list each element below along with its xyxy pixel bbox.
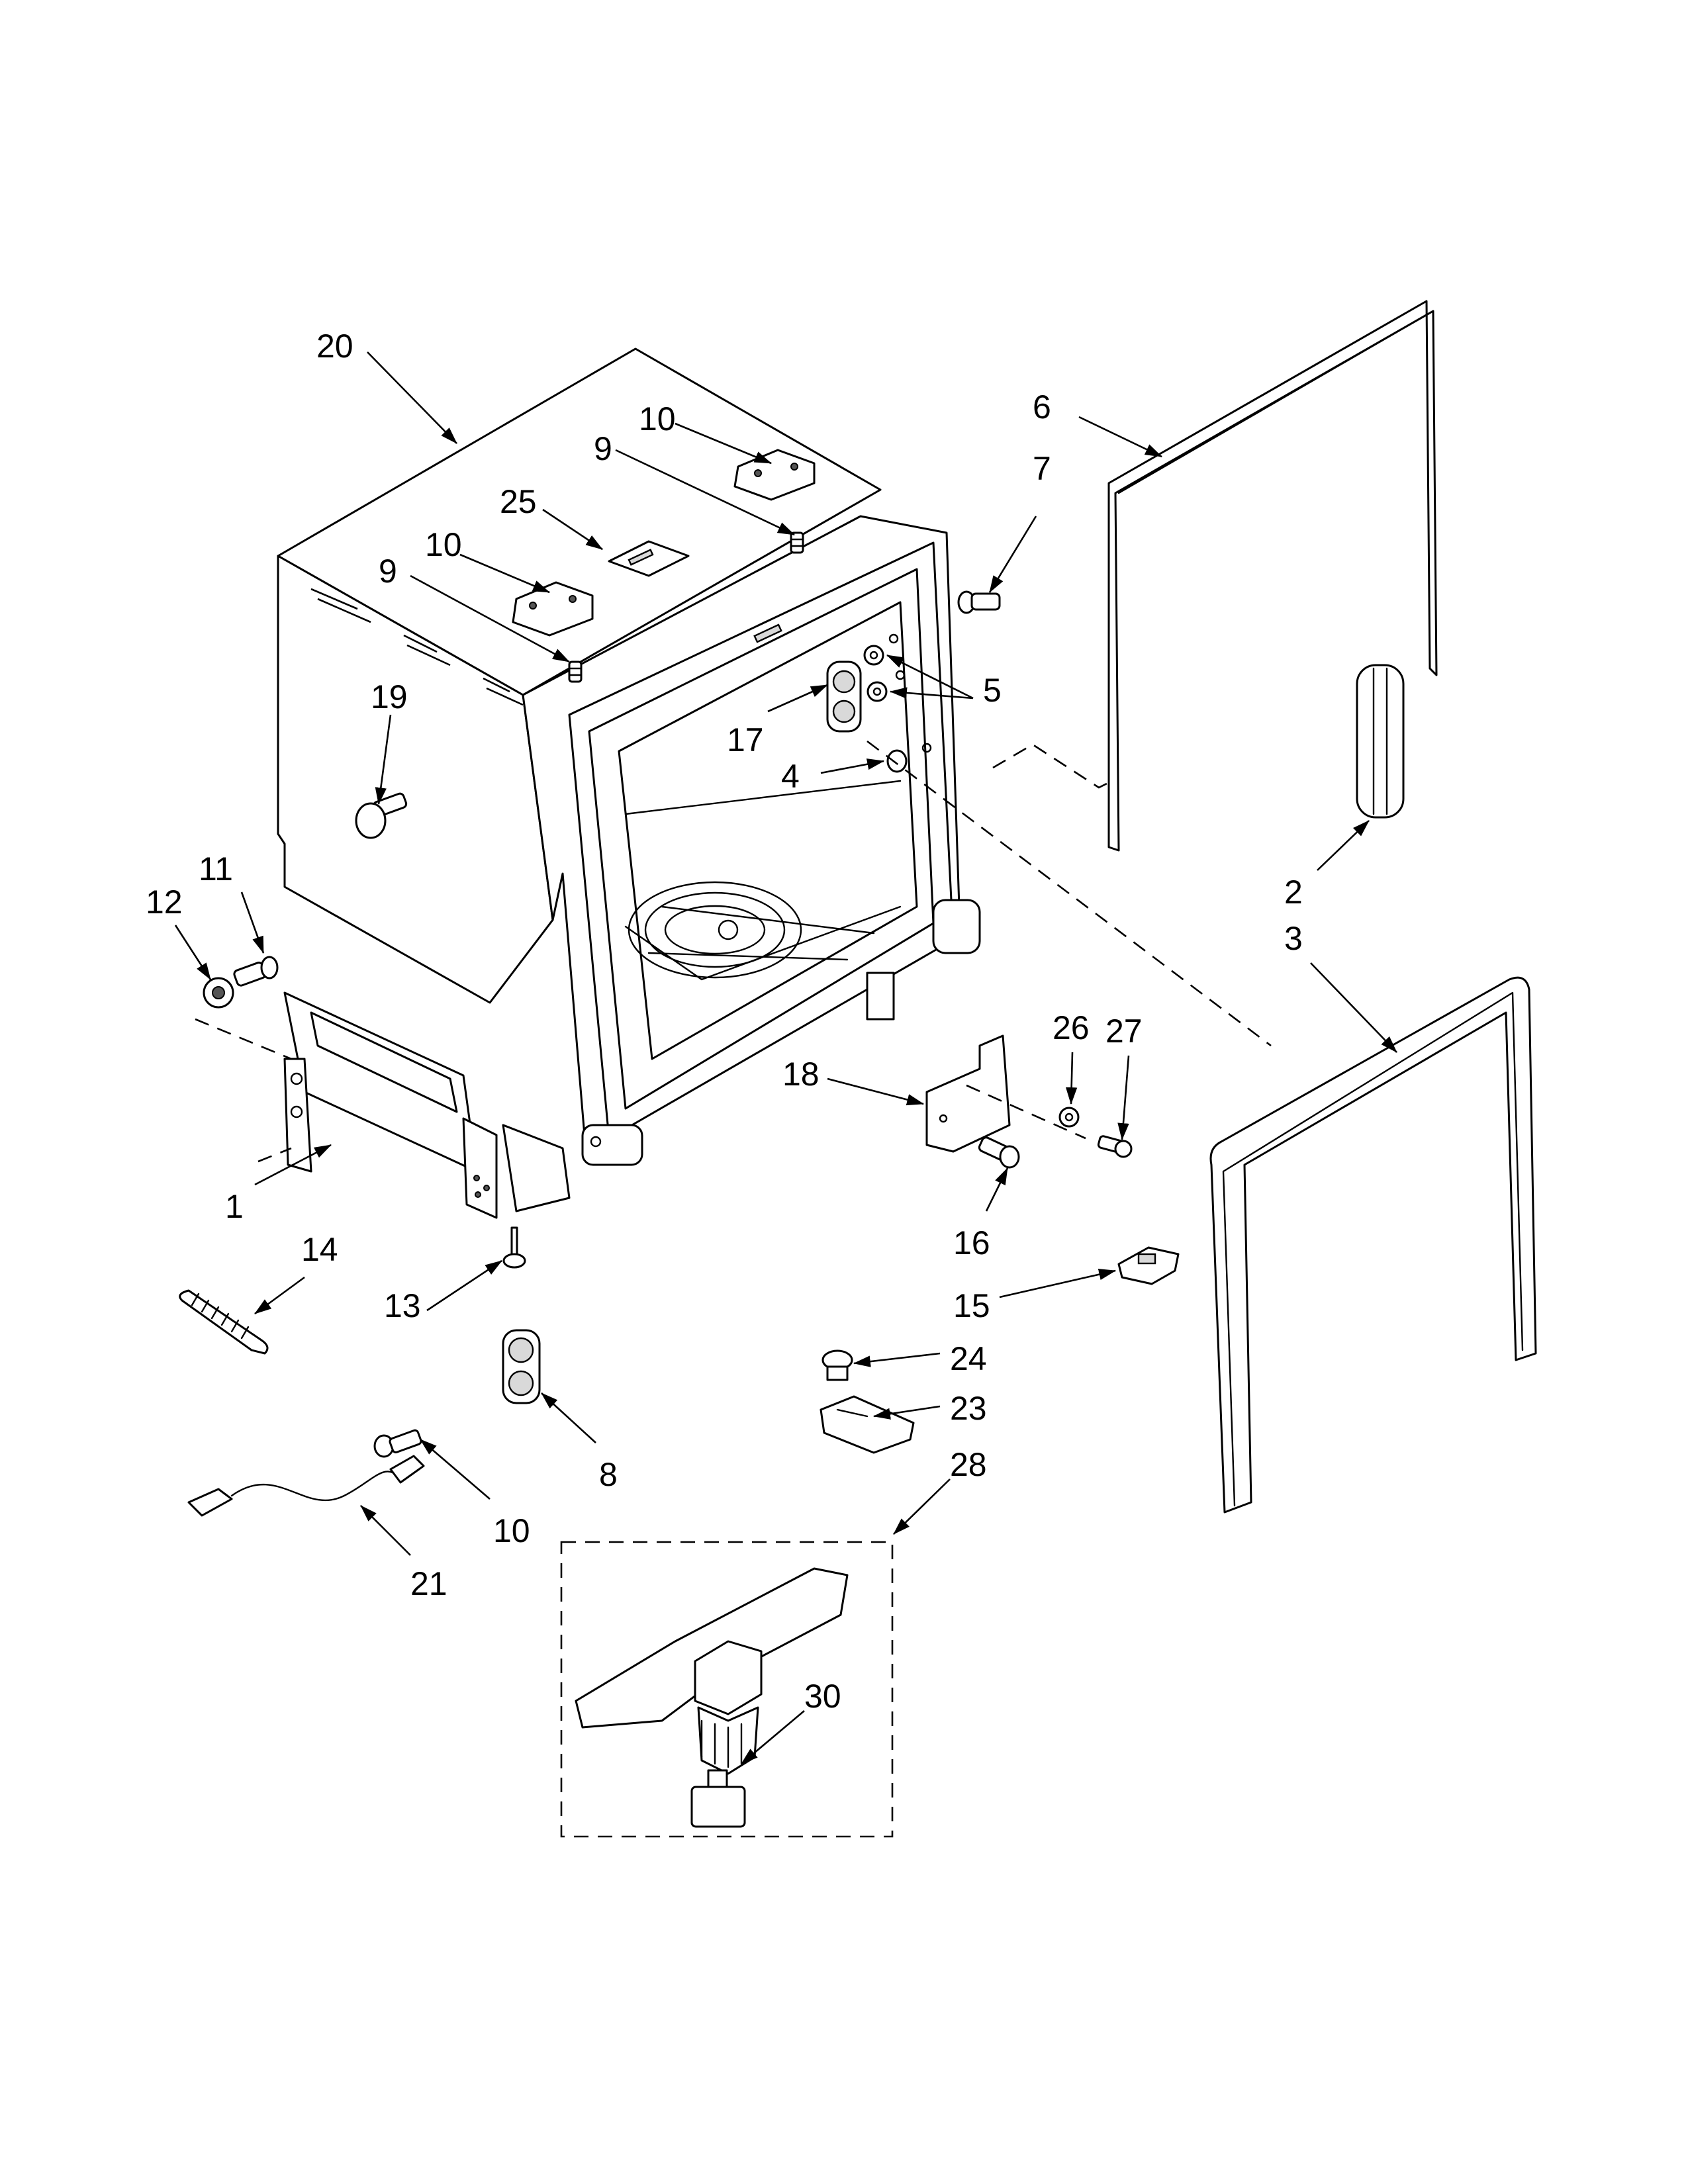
clip-15 [1117, 1246, 1180, 1285]
hinge-bracket-10-left [512, 581, 594, 637]
callout-28: 27 [1105, 1013, 1143, 1050]
bracket-24 [820, 1395, 915, 1454]
callout-8: 8 [599, 1456, 618, 1493]
callout-2: 2 [1284, 874, 1303, 911]
callout-10-left: 10 [425, 526, 462, 563]
valve-30 [690, 1769, 746, 1828]
callout-14: 13 [384, 1287, 421, 1324]
tub-gasket-tube [1356, 664, 1405, 819]
callout-23: 20 [316, 328, 353, 365]
callout-26: 25 [500, 483, 537, 520]
callout-16: 14 [301, 1231, 338, 1268]
callout-5: 5 [983, 672, 1002, 709]
callout-10-top: 10 [639, 400, 676, 437]
nut-13 [203, 977, 234, 1009]
tub-assembly [277, 347, 981, 1219]
screw-28 [1097, 1135, 1133, 1158]
screw-9-left [568, 660, 583, 683]
callout-21: 19 [371, 678, 408, 715]
callout-24: 23 [950, 1390, 987, 1427]
callout-17: 17 [727, 721, 764, 758]
spring-16 [179, 1289, 269, 1355]
callout-25: 24 [950, 1340, 987, 1377]
callout-9-left: 9 [379, 553, 397, 590]
callout-15: 15 [953, 1287, 990, 1324]
leveling-leg-14 [502, 1226, 526, 1269]
ground-wire-20 [187, 1455, 425, 1517]
u-door-gasket [1209, 976, 1537, 1514]
bracket-8 [502, 1329, 541, 1404]
callout-19: 18 [782, 1056, 820, 1093]
washer-27 [1058, 1107, 1080, 1128]
screw-9-right [790, 531, 804, 554]
callout-30: 30 [804, 1678, 841, 1715]
callout-20: 21 [410, 1565, 447, 1602]
callout-6: 6 [1033, 388, 1051, 426]
screw-7 [957, 590, 1001, 614]
callout-1: 1 [225, 1188, 244, 1225]
washers-5 [863, 633, 906, 702]
nut-4 [886, 743, 932, 773]
callout-27: 26 [1053, 1009, 1090, 1046]
bracket-19 [925, 1034, 1011, 1153]
clip-26 [608, 540, 690, 577]
sensor-25 [821, 1349, 853, 1381]
callout-7: 7 [1033, 450, 1051, 487]
side-door-gasket [1107, 300, 1438, 852]
callout-11: 10 [493, 1512, 530, 1549]
callout-13: 12 [146, 884, 183, 921]
screw-18 [978, 1136, 1020, 1169]
bumper-21 [355, 792, 408, 839]
screw-12 [233, 956, 279, 987]
callout-4: 4 [781, 758, 800, 795]
callout-12: 11 [199, 850, 233, 887]
screw-11 [373, 1429, 422, 1458]
callout-3: 3 [1284, 920, 1303, 957]
bracket-17 [826, 660, 862, 733]
callout-18: 16 [953, 1224, 990, 1261]
callout-29: 28 [950, 1446, 987, 1483]
callout-9-top: 9 [594, 430, 612, 467]
